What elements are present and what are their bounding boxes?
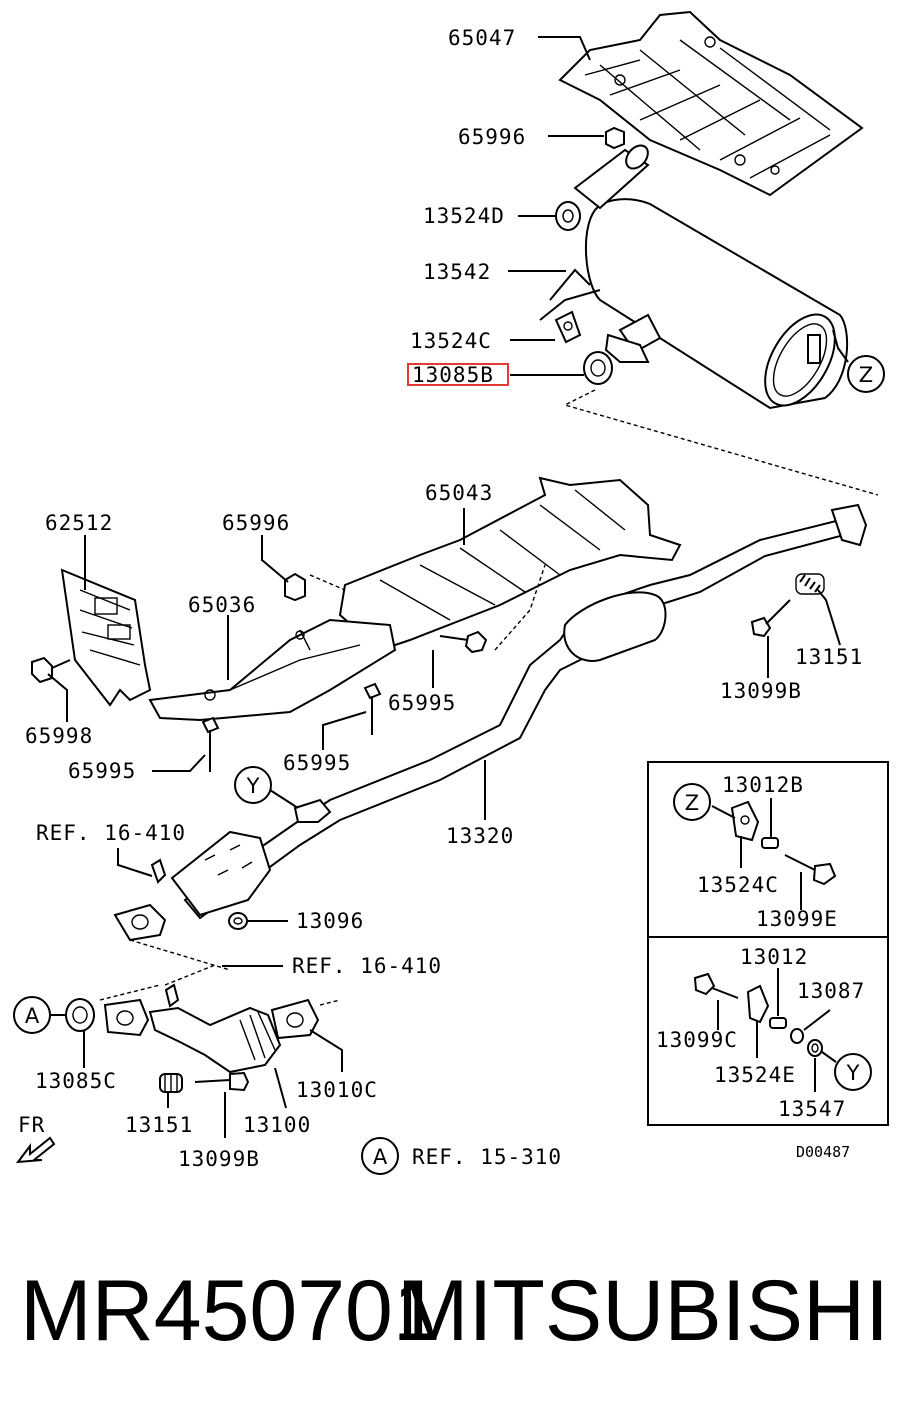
label-65996-upper: 65996: [458, 125, 526, 149]
heat-protector-front: [148, 618, 397, 722]
front-catalytic-converter: [113, 830, 272, 942]
connection-dash-65043: [309, 564, 546, 651]
manifold-cover: [60, 568, 152, 707]
label-65996-middle: 65996: [222, 511, 290, 535]
label-13524C: 13524C: [410, 329, 492, 353]
spring-13151-lower: [159, 1073, 183, 1093]
ref-16-410-upper: REF. 16-410: [36, 821, 186, 845]
callout-y-main: Y: [234, 766, 272, 804]
heat-protector-upper: [558, 10, 864, 197]
svg-text:Y: Y: [846, 1061, 860, 1085]
label-13320: 13320: [446, 824, 514, 848]
label-65043: 65043: [425, 481, 493, 505]
inset-top-parts: [711, 798, 837, 910]
ref-pin-1: [150, 858, 167, 884]
label-13524D: 13524D: [423, 204, 505, 228]
svg-text:Y: Y: [246, 774, 260, 798]
inset-label-13012: 13012: [740, 945, 808, 969]
label-13542: 13542: [423, 260, 491, 284]
label-13085B-highlight: [407, 363, 509, 386]
center-exhaust-pipe: [183, 503, 868, 920]
caption: MR450701 MITSUBISHI: [0, 1262, 909, 1372]
label-13099B-lower: 13099B: [178, 1147, 260, 1171]
caption-brand: MITSUBISHI: [396, 1263, 889, 1359]
inset-frame: [647, 761, 889, 1126]
inset-label-13524E: 13524E: [714, 1063, 796, 1087]
nut-65996-upper: [605, 126, 625, 150]
leader-lines: [47, 36, 849, 1138]
inset-label-13099C: 13099C: [656, 1028, 738, 1052]
callout-z-main: Z: [847, 355, 885, 393]
inset-label-13012B: 13012B: [722, 773, 804, 797]
hanger-13524D: [555, 201, 581, 231]
label-13010C: 13010C: [296, 1078, 378, 1102]
callout-z-inset: Z: [673, 783, 711, 821]
bolt-65995-b: [363, 682, 382, 735]
label-13085B: 13085B: [412, 363, 494, 387]
diagram-code: D00487: [796, 1143, 850, 1161]
label-13099B-right: 13099B: [720, 679, 802, 703]
ref-pin-2: [164, 983, 180, 1008]
spring-13151-right: [795, 573, 825, 595]
label-65998: 65998: [25, 724, 93, 748]
label-13096: 13096: [296, 909, 364, 933]
label-65995-c: 65995: [68, 759, 136, 783]
ref-16-410-lower: REF. 16-410: [292, 954, 442, 978]
inset-label-13087: 13087: [797, 979, 865, 1003]
label-13085C: 13085C: [35, 1069, 117, 1093]
bolt-13099B-lower: [194, 1071, 250, 1092]
bolt-65995-a: [439, 630, 488, 654]
label-13151-right: 13151: [795, 645, 863, 669]
callout-a-ref: A: [361, 1137, 399, 1175]
lower-converter: [103, 998, 320, 1074]
nut-65996-middle: [284, 572, 306, 602]
svg-text:A: A: [25, 1004, 40, 1028]
label-13151-lower: 13151: [125, 1113, 193, 1137]
gasket-13085B: [583, 351, 613, 385]
gasket-13085C: [65, 998, 95, 1032]
label-65036: 65036: [188, 593, 256, 617]
gasket-13096: [228, 912, 248, 930]
inset-label-13524C: 13524C: [697, 873, 779, 897]
callout-a-main: A: [13, 996, 51, 1034]
label-65995-b: 65995: [283, 751, 351, 775]
svg-text:Z: Z: [685, 791, 699, 815]
label-62512: 62512: [45, 511, 113, 535]
front-arrow-icon: [15, 1136, 56, 1164]
bolt-65998: [31, 656, 71, 684]
callout-y-inset: Y: [834, 1053, 872, 1091]
connection-dash-ref2: [129, 939, 231, 986]
ref-15-310: REF. 15-310: [412, 1145, 562, 1169]
inset-label-13099E: 13099E: [756, 907, 838, 931]
label-65995-a: 65995: [388, 691, 456, 715]
front-label: FR: [18, 1113, 45, 1137]
inset-label-13547: 13547: [778, 1097, 846, 1121]
bolt-13099B-right: [750, 599, 791, 638]
hanger-13524C: [554, 310, 582, 344]
inset-bottom-parts: [693, 968, 837, 1092]
main-muffler: [539, 144, 849, 410]
connection-dash-muffler: [563, 389, 879, 496]
connection-dash-lower: [99, 984, 341, 1006]
bolt-65995-c: [201, 716, 220, 772]
svg-text:A: A: [373, 1145, 388, 1169]
caption-part-number: MR450701: [20, 1263, 441, 1359]
label-65047: 65047: [448, 26, 516, 50]
label-13100: 13100: [243, 1113, 311, 1137]
svg-text:Z: Z: [859, 363, 873, 387]
heat-protector-middle: [338, 476, 682, 652]
